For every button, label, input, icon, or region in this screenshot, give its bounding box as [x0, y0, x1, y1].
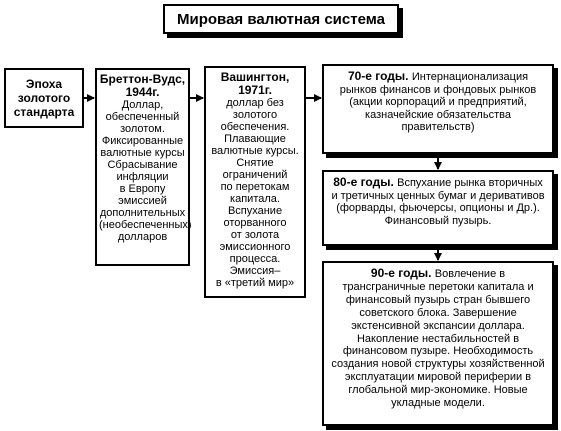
- bretton-woods-line: обеспеченный: [105, 111, 180, 123]
- washington-line: в «третий мир»: [215, 277, 295, 289]
- bretton-woods-line: эмиссией: [118, 195, 167, 207]
- washington-line: Снятие: [236, 157, 274, 169]
- bretton-woods-line: валютные курсы: [100, 147, 185, 159]
- bretton-woods-box: Бреттон-Вудс, 1944г. Доллар, обеспеченны…: [95, 68, 192, 266]
- washington-line: обеспечения.: [220, 121, 290, 133]
- gold-standard-box: Эпоха золотого стандарта: [4, 68, 84, 128]
- bretton-woods-line: в Европу: [119, 183, 166, 195]
- washington-line: валютные курсы.: [211, 145, 299, 157]
- washington-line: процесса.: [229, 253, 281, 265]
- washington-line: от золота: [230, 229, 280, 241]
- bretton-woods-line: Сбрасывание: [107, 159, 178, 171]
- washington-line: Эмиссия–: [229, 265, 281, 277]
- nineties-heading: 90-е годы.: [370, 266, 435, 280]
- seventies-box: 70-е годы. Интернационализация рынков фи…: [322, 64, 554, 154]
- seventies-heading: 70-е годы.: [347, 69, 412, 83]
- washington-line: Плавающие: [224, 133, 286, 145]
- washington-box: Вашингтон, 1971г. доллар без золотого об…: [204, 66, 306, 298]
- diagram-title: Мировая валютная система: [163, 4, 399, 34]
- gold-standard-line-2: золотого: [17, 91, 71, 105]
- washington-line: оторванного: [223, 217, 287, 229]
- bretton-woods-line: Фиксированные: [101, 135, 184, 147]
- washington-line: эмиссионного: [219, 241, 291, 253]
- eighties-box: 80-е годы. Вспухание рынка вторичных и т…: [322, 170, 554, 246]
- nineties-box: 90-е годы. Вовлечение в трансграничные п…: [322, 261, 554, 426]
- washington-line: золотого: [232, 109, 278, 121]
- gold-standard-line-1: Эпоха: [25, 77, 63, 91]
- seventies-text: Интернационализация рынков финансов и фо…: [339, 71, 537, 134]
- bretton-woods-line: Доллар,: [121, 99, 164, 111]
- bretton-woods-line: дополнительных: [99, 207, 186, 219]
- bretton-woods-line: долларов: [117, 231, 168, 243]
- bretton-woods-line: золотом.: [120, 123, 165, 135]
- washington-line: Вспухание: [227, 205, 283, 217]
- washington-line: капитала.: [230, 193, 280, 205]
- washington-line: ограничений: [222, 169, 288, 181]
- bretton-woods-heading: Бреттон-Вудс, 1944г.: [99, 72, 186, 99]
- bretton-woods-line: (необеспеченных): [99, 219, 192, 231]
- washington-heading: Вашингтон, 1971г.: [220, 70, 290, 97]
- washington-line: доллар без: [226, 97, 284, 109]
- gold-standard-line-3: стандарта: [13, 105, 75, 119]
- nineties-text: Вовлечение в трансграничные перетоки кап…: [331, 268, 545, 410]
- bretton-woods-line: инфляции: [116, 171, 169, 183]
- washington-line: по перетокам: [220, 181, 290, 193]
- eighties-heading: 80-е годы.: [333, 175, 398, 189]
- eighties-text: Вспухание рынка вторичных и третичных це…: [331, 177, 545, 227]
